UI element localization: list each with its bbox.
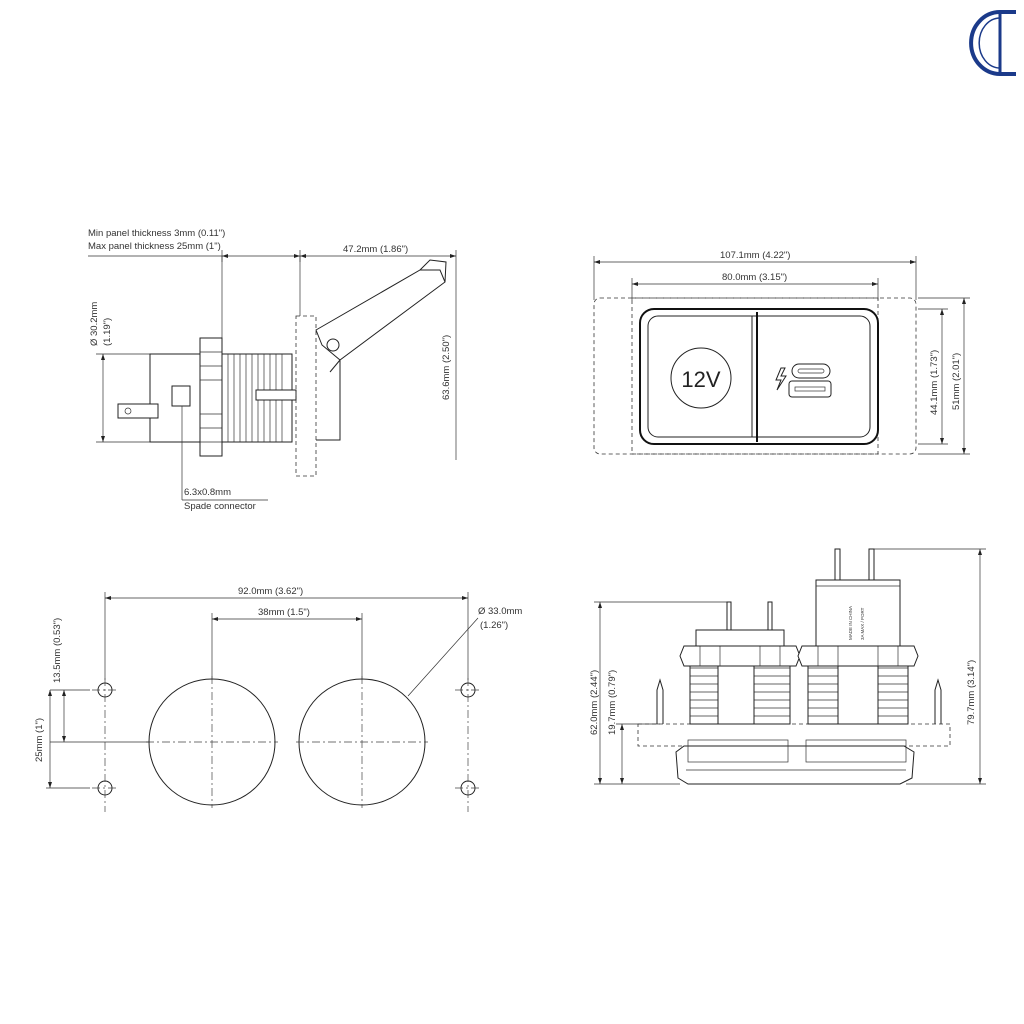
vertical-spacing-dimension: 25mm (1")	[34, 718, 45, 762]
overall-width-dimension: 92.0mm (3.62")	[238, 586, 303, 597]
height-dimension: 63.6mm (2.50")	[441, 335, 452, 400]
socket-12v-label: 12V	[681, 367, 720, 392]
outer-height-dimension: 51mm (2.01")	[951, 353, 962, 410]
min-panel-label: Min panel thickness 3mm (0.11")	[88, 228, 225, 239]
total-height-dimension: 79.7mm (3.14")	[966, 660, 977, 725]
made-in-label: MADE IN CHINA	[848, 606, 853, 640]
front-view: 107.1mm (4.22") 80.0mm (3.15") 12V 44.1m…	[593, 250, 970, 455]
hole-diameter-mm: Ø 33.0mm	[478, 606, 522, 617]
center-spacing-dimension: 38mm (1.5")	[258, 607, 310, 618]
inner-height-dimension: 44.1mm (1.73")	[929, 350, 940, 415]
usb-a-port-icon	[788, 380, 832, 398]
rear-view: 62.0mm (2.44") 19.7mm (0.79") 79.7mm (3.…	[589, 548, 986, 785]
usb-c-port-icon	[791, 363, 831, 379]
outer-width-dimension: 107.1mm (4.22")	[720, 250, 790, 261]
cutout-view: 92.0mm (3.62") 38mm (1.5") Ø 33.0mm (1.2…	[34, 586, 522, 812]
diameter-mm: Ø 30.2mm	[89, 302, 100, 346]
spade-size: 6.3x0.8mm	[184, 487, 231, 498]
side-view: Min panel thickness 3mm (0.11") Max pane…	[88, 228, 457, 512]
lightning-icon	[775, 367, 787, 391]
port-rating-label: 3A MAX / PORT	[860, 607, 865, 640]
depth-left-dimension: 62.0mm (2.44")	[589, 670, 600, 735]
brand-logo-icon	[969, 10, 1016, 76]
depth-dimension: 47.2mm (1.86")	[343, 244, 408, 255]
diameter-in: (1.19")	[102, 318, 113, 346]
spade-label: Spade connector	[184, 501, 256, 512]
inner-width-dimension: 80.0mm (3.15")	[722, 272, 787, 283]
hole-diameter-in: (1.26")	[480, 620, 508, 631]
top-offset-dimension: 13.5mm (0.53")	[52, 618, 63, 683]
max-panel-label: Max panel thickness 25mm (1")	[88, 241, 221, 252]
panel-depth-dimension: 19.7mm (0.79")	[607, 670, 618, 735]
